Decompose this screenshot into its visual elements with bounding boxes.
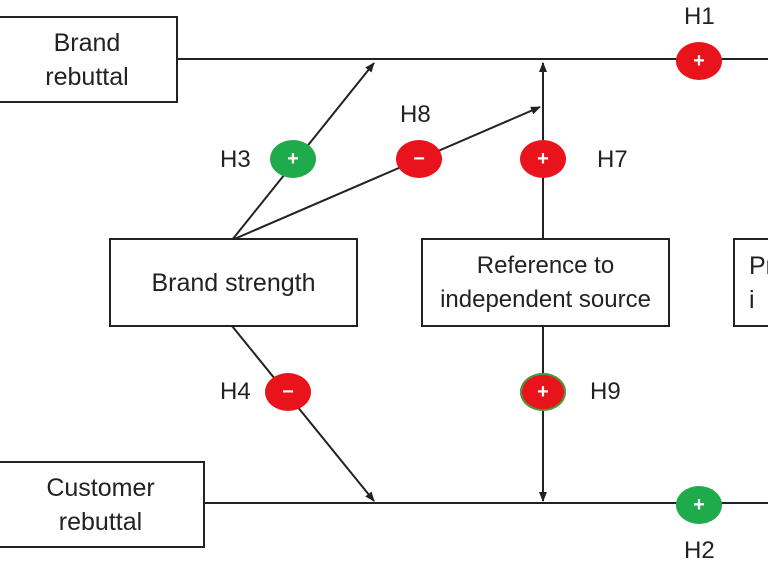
brand-rebuttal-label: Brand rebuttal <box>45 28 129 91</box>
h9-sign: + <box>537 381 549 403</box>
h7-sign: + <box>537 148 549 170</box>
h4-arrow <box>231 325 375 502</box>
h1-label: H1 <box>684 3 715 30</box>
reference-source-label: Reference to independent source <box>440 251 651 313</box>
customer-rebuttal-box: Customer rebuttal <box>0 461 205 548</box>
h1-sign: + <box>693 50 705 72</box>
h8-arrow <box>231 106 541 241</box>
h8-sign: − <box>413 148 425 170</box>
h3-sign-badge: + <box>270 140 316 178</box>
h3-sign: + <box>287 148 299 170</box>
h8-sign-badge: − <box>396 140 442 178</box>
brand-rebuttal-box: Brand rebuttal <box>0 16 178 103</box>
h2-sign-badge: + <box>676 486 722 524</box>
h3-label: H3 <box>220 146 251 173</box>
customer-rebuttal-label: Customer rebuttal <box>46 473 155 536</box>
h4-sign-badge: − <box>265 373 311 411</box>
h4-sign: − <box>282 381 294 403</box>
brand-strength-label: Brand strength <box>151 268 316 297</box>
h1-sign-badge: + <box>676 42 722 80</box>
reference-source-box: Reference to independent source <box>421 238 670 327</box>
brand-strength-box: Brand strength <box>109 238 358 327</box>
h8-label: H8 <box>400 101 431 128</box>
h4-label: H4 <box>220 378 251 405</box>
h7-sign-badge: + <box>520 140 566 178</box>
h2-sign: + <box>693 494 705 516</box>
partial-right-box: Pr i <box>733 238 768 327</box>
h9-sign-badge: + <box>520 373 566 411</box>
h7-label: H7 <box>597 146 628 173</box>
partial-right-label: Pr i <box>749 251 768 314</box>
h9-label: H9 <box>590 378 621 405</box>
h2-label: H2 <box>684 537 715 564</box>
